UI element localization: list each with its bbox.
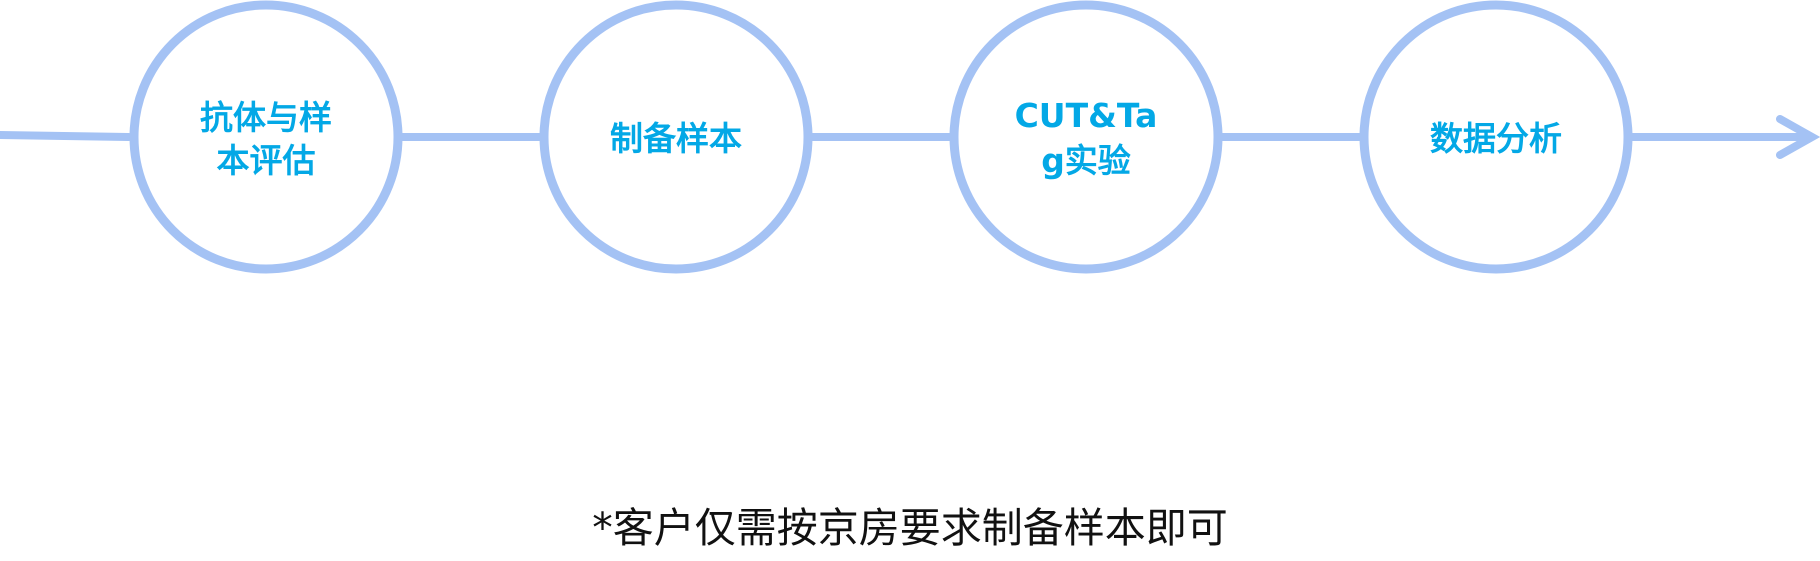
step-circle-2 [539,0,813,274]
step-labels: 抗体与样 本评估 制备样本 CUT&Ta g实验 数据分析 [200,96,1562,180]
step-circles [129,0,1633,274]
connector-lines [0,115,1820,159]
step-3-label-line-1: CUT&Ta [1015,96,1158,135]
step-circle-1 [129,0,403,274]
step-1-label-line-2: 本评估 [217,141,316,180]
step-circle-3 [949,0,1223,274]
step-4-label: 数据分析 [1430,119,1562,158]
step-2-label: 制备样本 [610,119,742,158]
connector-start [0,131,133,141]
step-circle-4 [1359,0,1633,274]
step-1-label-line-1: 抗体与样 [200,98,332,137]
arrow-head-icon [1776,115,1820,159]
footnote: *客户仅需按京房要求制备样本即可 [592,504,1228,552]
step-3-label-line-2: g实验 [1041,141,1131,180]
